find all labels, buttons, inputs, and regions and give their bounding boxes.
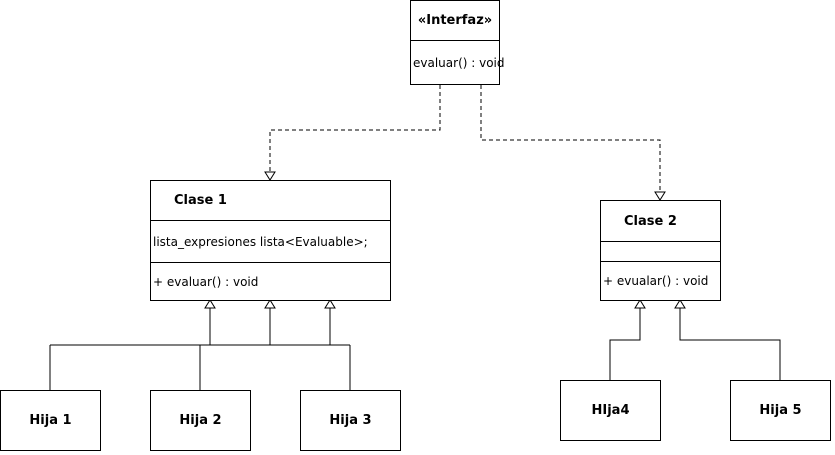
hija5-inherit-line xyxy=(679,308,781,380)
clase1-attribute: lista_expresiones lista<Evaluable>; xyxy=(151,220,390,262)
interface-method: evaluar() : void xyxy=(411,40,505,84)
realization-clase2-arrowhead xyxy=(654,191,666,201)
realization-clase1-line xyxy=(269,85,441,172)
clase1-method: + evaluar() : void xyxy=(151,262,390,300)
hija2-box: Hija 2 xyxy=(150,390,251,451)
inherit-arrowhead-2 xyxy=(264,299,276,309)
clase2-name: Clase 2 xyxy=(624,213,677,229)
hija4-inherit-line xyxy=(609,308,641,380)
interface-stereotype: «Interfaz» xyxy=(417,13,493,28)
hija4-box: HIja4 xyxy=(560,380,661,441)
inherit-arrowhead-1 xyxy=(204,299,216,309)
clase2-box: Clase 2 + evualar() : void xyxy=(600,200,721,301)
inherit-arrowhead-4 xyxy=(634,299,646,309)
interface-box: «Interfaz» evaluar() : void xyxy=(410,0,505,85)
clase1-box: Clase 1 lista_expresiones lista<Evaluabl… xyxy=(150,180,391,301)
hija3-box: Hija 3 xyxy=(300,390,401,451)
hija5-box: Hija 5 xyxy=(730,380,831,441)
hija1-box: Hija 1 xyxy=(0,390,101,451)
inherit-arrowhead-3 xyxy=(324,299,336,309)
realization-clase1-arrowhead xyxy=(264,171,276,181)
clase2-method: + evualar() : void xyxy=(601,261,720,300)
clase1-name: Clase 1 xyxy=(174,193,227,208)
realization-clase2-line xyxy=(480,85,661,192)
inherit-arrowhead-5 xyxy=(674,299,686,309)
clase2-attribute xyxy=(601,241,720,261)
